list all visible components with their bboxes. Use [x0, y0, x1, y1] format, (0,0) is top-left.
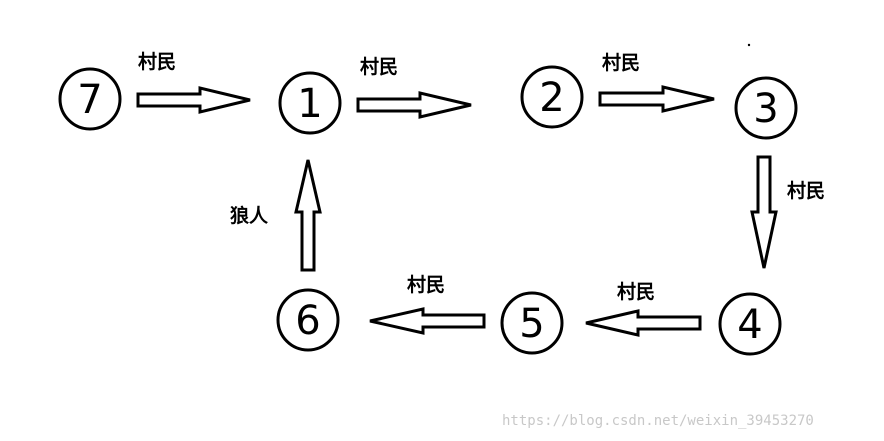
arrow-5-to-6	[369, 307, 486, 335]
edge-label-1-to-2: 村民	[360, 55, 398, 78]
node-7: 7	[58, 67, 122, 131]
node-5: 5	[500, 291, 564, 355]
arrow-2-to-3	[598, 85, 715, 113]
arrow-4-to-5	[585, 309, 702, 337]
node-4: 4	[718, 292, 782, 356]
edge-label-6-to-1: 狼人	[230, 204, 269, 227]
node-1: 1	[278, 71, 342, 135]
node-3-label: 3	[753, 86, 778, 132]
watermark-text: https://blog.csdn.net/weixin_39453270	[502, 413, 814, 429]
edge-label-7-to-1: 村民	[138, 50, 176, 73]
node-4-label: 4	[737, 302, 762, 348]
edge-label-2-to-3: 村民	[602, 51, 640, 74]
edge-label-4-to-5: 村民	[617, 280, 655, 303]
node-2-label: 2	[539, 75, 564, 121]
node-1-label: 1	[297, 81, 322, 127]
arrow-3-to-4	[750, 155, 778, 269]
node-7-label: 7	[77, 77, 102, 123]
edge-label-3-to-4: 村民	[787, 179, 825, 202]
stray-dot	[747, 43, 751, 47]
node-2: 2	[520, 65, 584, 129]
edge-label-5-to-6: 村民	[407, 273, 445, 296]
node-3: 3	[734, 76, 798, 140]
arrow-1-to-2	[356, 91, 472, 119]
arrow-6-to-1	[294, 159, 322, 272]
node-5-label: 5	[519, 301, 544, 347]
arrow-7-to-1	[136, 86, 251, 114]
node-6-label: 6	[295, 298, 320, 344]
node-6: 6	[276, 288, 340, 352]
